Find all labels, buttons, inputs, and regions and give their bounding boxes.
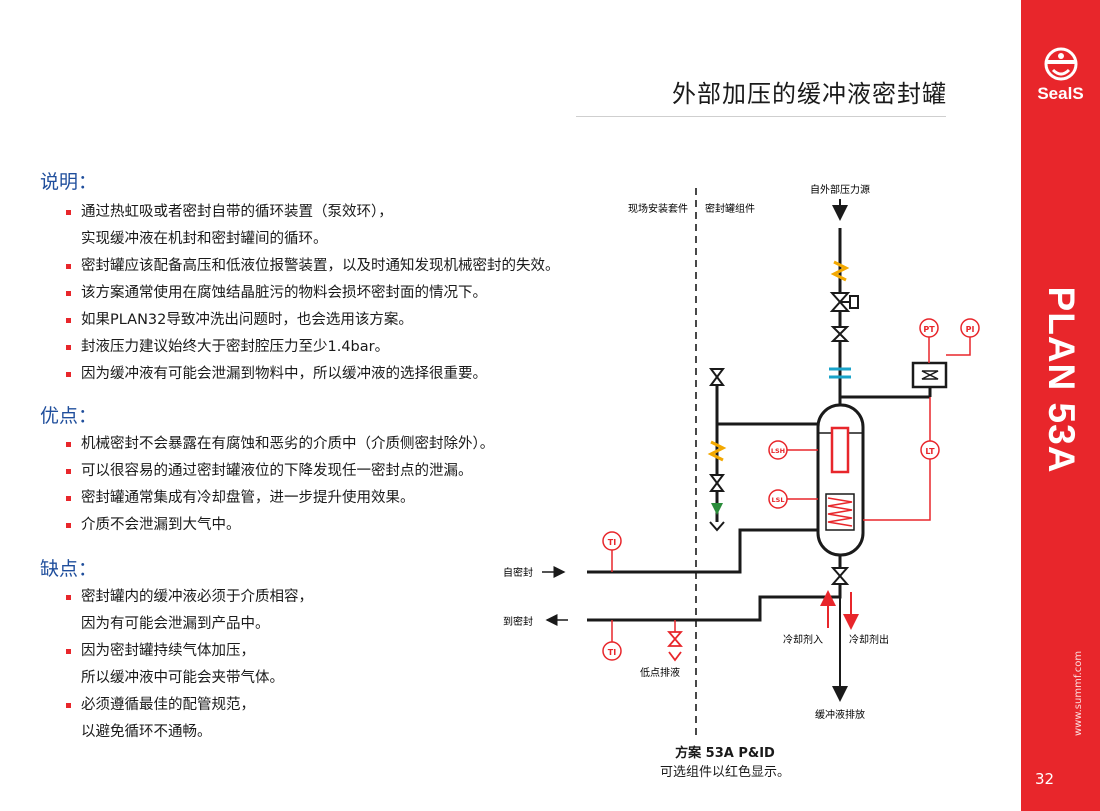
list-item: 通过热虹吸或者密封自带的循环装置（泵效环），实现缓冲液在机封和密封罐间的循环。 [66, 199, 560, 253]
svg-text:LT: LT [925, 447, 935, 456]
brand-logo: SealS [1021, 46, 1100, 104]
svg-text:TI: TI [608, 648, 616, 657]
list-item: 密封罐应该配备高压和低液位报警装置，以及时通知发现机械密封的失效。 [66, 253, 560, 280]
list-item: 机械密封不会暴露在有腐蚀和恶劣的介质中（介质侧密封除外）。 [66, 431, 494, 458]
pressure-control-valve-icon [829, 292, 859, 312]
label-to-seal: 到密封 [503, 615, 533, 628]
plan-label: PLAN 53A [1041, 286, 1082, 474]
list-item: 封液压力建议始终大于密封腔压力至少1.4bar。 [66, 334, 560, 361]
drain-valve-icon [830, 567, 850, 585]
list-item: 介质不会泄漏到大气中。 [66, 512, 494, 539]
list-item: 必须遵循最佳的配管规范，以避免循环不通畅。 [66, 692, 313, 746]
label-coolant-in: 冷却剂入 [783, 633, 823, 646]
svg-text:LSH: LSH [771, 447, 785, 455]
label-low-drain: 低点排液 [640, 666, 680, 679]
list-item: 可以很容易的通过密封罐液位的下降发现任一密封点的泄漏。 [66, 458, 494, 485]
list-item: 密封罐内的缓冲液必须于介质相容，因为有可能会泄漏到产品中。 [66, 584, 313, 638]
cooling-coil-icon [825, 493, 855, 531]
brand-sidebar: SealS PLAN 53A www.summf.com 32 [1021, 0, 1100, 811]
list-item: 因为密封罐持续气体加压，所以缓冲液中可能会夹带气体。 [66, 638, 313, 692]
cons-list: 密封罐内的缓冲液必须于介质相容，因为有可能会泄漏到产品中。 因为密封罐持续气体加… [66, 584, 313, 746]
relief-spring-icon [707, 440, 727, 462]
diagram-caption-note: 可选组件以红色显示。 [659, 765, 790, 780]
pros-heading: 优点： [40, 405, 98, 427]
orifice-icon [829, 367, 851, 379]
svg-text:LSL: LSL [772, 496, 785, 504]
page-number: 32 [1035, 770, 1055, 788]
cons-heading: 缺点： [40, 558, 98, 580]
svg-text:PI: PI [966, 325, 975, 334]
drain-valve-icon [667, 631, 683, 647]
title-divider [576, 116, 946, 117]
list-item: 该方案通常使用在腐蚀结晶脏污的物料会损坏密封面的情况下。 [66, 280, 560, 307]
vent-valve-icon [709, 474, 725, 492]
label-from-seal: 自密封 [503, 566, 533, 579]
label-coolant-out: 冷却剂出 [849, 633, 889, 646]
pid-diagram: 现场安装套件 密封罐组件 自外部压力源 PT PI LT LSH [503, 183, 980, 735]
svg-text:TI: TI [608, 538, 616, 547]
from-seal-line [587, 528, 818, 574]
diagram-caption-title: 方案 53A P&ID [675, 746, 775, 761]
list-item: 因为缓冲液有可能会泄漏到物料中，所以缓冲液的选择很重要。 [66, 361, 560, 388]
list-item: 如果PLAN32导致冲洗出问题时，也会选用该方案。 [66, 307, 560, 334]
desc-heading: 说明： [40, 171, 98, 193]
check-valve-icon [830, 326, 850, 342]
to-seal-line [587, 555, 842, 622]
label-buffer-drain: 缓冲液排放 [815, 708, 865, 721]
seals-logo-icon [1044, 47, 1077, 81]
relief-spring-icon [830, 260, 850, 282]
pros-list: 机械密封不会暴露在有腐蚀和恶劣的介质中（介质侧密封除外）。 可以很容易的通过密封… [66, 431, 494, 539]
list-item: 密封罐通常集成有冷却盘管，进一步提升使用效果。 [66, 485, 494, 512]
svg-text:PT: PT [923, 325, 935, 334]
page-title: 外部加压的缓冲液密封罐 [672, 80, 947, 108]
label-field-kit: 现场安装套件 [628, 202, 688, 215]
level-gauge [830, 426, 850, 474]
fill-valve-icon [709, 368, 725, 386]
logo-text: SealS [1037, 84, 1084, 103]
desc-list: 通过热虹吸或者密封自带的循环装置（泵效环），实现缓冲液在机封和密封罐间的循环。 … [66, 199, 560, 388]
vent-flow-icon [711, 503, 723, 515]
label-reservoir-kit: 密封罐组件 [705, 202, 755, 215]
label-external-pressure: 自外部压力源 [810, 183, 870, 196]
